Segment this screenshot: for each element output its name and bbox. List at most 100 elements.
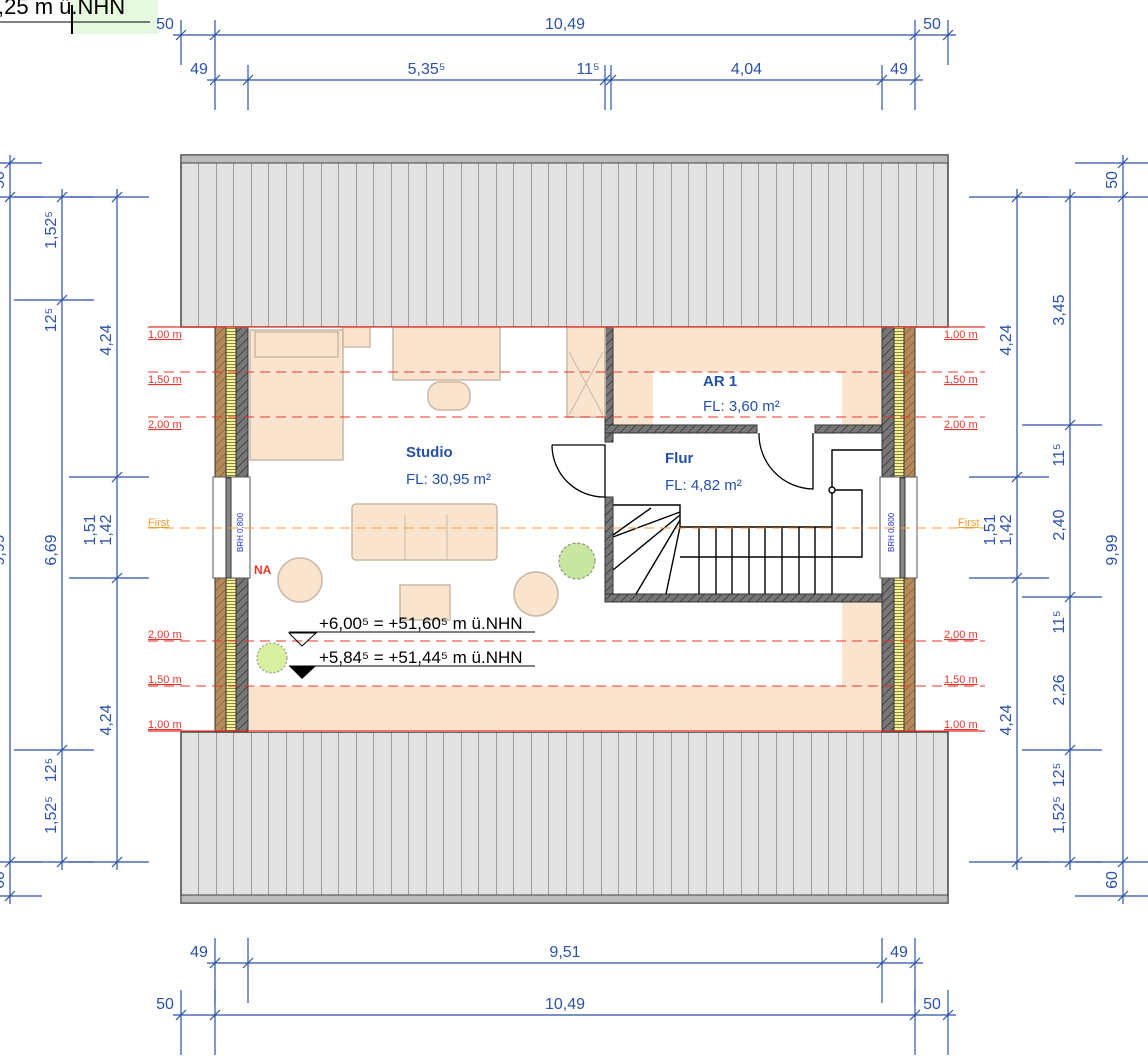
height-label: 2,00 m [944, 419, 978, 431]
dimension-tick [1064, 591, 1076, 603]
dimension-tick [56, 856, 68, 868]
dimension-label: 11⁵ [1051, 443, 1068, 466]
dimension-label: 1,42 [98, 514, 115, 545]
window-label: BRH 0,800 [236, 512, 245, 552]
height-label: 1,00 m [148, 329, 182, 341]
dimension-tick [1117, 890, 1129, 902]
room-area: FL: 3,60 m² [703, 398, 780, 415]
dimension-label: 4,04 [731, 61, 762, 78]
dimension-label: 6,69 [43, 534, 60, 565]
dimension-label: 11⁵ [576, 61, 599, 78]
room-studio[interactable]: Studio FL: 30,95 m² [406, 444, 491, 488]
dimension-tick [876, 957, 888, 969]
room-name: AR 1 [703, 373, 737, 390]
dimension-tick [1011, 471, 1023, 483]
window-label: BRH 0,800 [887, 512, 896, 552]
dimension-tick [209, 957, 221, 969]
dimension-tick [909, 957, 921, 969]
low-headroom-zone [248, 686, 882, 732]
height-lines [148, 326, 985, 732]
dimension-label: 50 [0, 171, 8, 189]
interior-walls [604, 326, 883, 603]
height-label: 1,00 m [148, 719, 182, 731]
dimension-tick [111, 572, 123, 584]
dimension-label: 1,51 [82, 514, 99, 545]
height-label: 1,50 m [148, 374, 182, 386]
dimension-label: 50 [923, 996, 941, 1013]
dimension-label: 50 [156, 996, 174, 1013]
dimension-tick [56, 294, 68, 306]
dimension-label: 12⁵ [43, 758, 60, 782]
label-bg [70, 0, 158, 34]
room-area: FL: 30,95 m² [406, 471, 491, 488]
dimension-tick [4, 856, 16, 868]
dimension-label: 12⁵ [43, 308, 60, 332]
height-label: 2,00 m [148, 419, 182, 431]
dimension-label: 4,24 [998, 324, 1015, 355]
armchair [513, 571, 559, 617]
dimension-label: 49 [890, 944, 908, 961]
desk-chair [427, 381, 471, 411]
dimension-tick [1011, 191, 1023, 203]
dimension-tick [909, 74, 921, 86]
dimension-label: 3,45 [1051, 294, 1068, 325]
dimension-label: 10,49 [545, 16, 585, 33]
dimension-tick [1064, 419, 1076, 431]
furniture [249, 326, 606, 674]
na-label: NA [254, 563, 272, 577]
plant [558, 542, 596, 580]
dimension-tick [209, 1009, 221, 1021]
sofa [351, 503, 498, 561]
dimension-tick [209, 74, 221, 86]
dimension-tick [111, 471, 123, 483]
dimension-label: 50 [1104, 171, 1121, 189]
dimension-tick [111, 856, 123, 868]
dimension-tick [56, 191, 68, 203]
dimension-label: 50 [156, 16, 174, 33]
dimension-tick [175, 1009, 187, 1021]
dimension-tick [1117, 856, 1129, 868]
dimension-label: 2,40 [1051, 509, 1068, 540]
studio-door[interactable] [551, 444, 606, 498]
dimension-tick [56, 744, 68, 756]
level-upper: +6,00⁵ = +51,60⁵ m ü.NHN [319, 614, 523, 633]
plant [256, 642, 288, 674]
first-label: First [958, 517, 979, 529]
dimension-label: 1,42 [998, 514, 1015, 545]
dimension-label: 9,99 [1104, 534, 1121, 565]
dimension-label: 49 [190, 61, 208, 78]
dimension-tick [1064, 744, 1076, 756]
desk [392, 326, 501, 381]
dimension-label: 1,52⁵ [1051, 796, 1068, 834]
dimension-label: 49 [890, 61, 908, 78]
dimension-tick [242, 74, 254, 86]
dimension-label: 60 [0, 871, 8, 889]
ar1-door[interactable] [758, 432, 814, 490]
dimension-label: 9,99 [0, 534, 8, 565]
dimension-label: 60 [1104, 871, 1121, 889]
height-label: 1,00 m [944, 329, 978, 341]
dimension-tick [1011, 572, 1023, 584]
staircase[interactable] [612, 449, 882, 595]
dimension-tick [909, 1009, 921, 1021]
level-lower: +5,84⁵ = +51,44⁵ m ü.NHN [319, 648, 523, 667]
armchair [277, 557, 323, 603]
dimension-label: 4,24 [98, 704, 115, 735]
dimension-label: 1,51 [982, 514, 999, 545]
height-label: 1,50 m [944, 374, 978, 386]
dimension-tick [242, 957, 254, 969]
dimension-label: 1,52⁵ [43, 211, 60, 249]
level-markers: +6,00⁵ = +51,60⁵ m ü.NHN +5,84⁵ = +51,44… [287, 614, 535, 679]
dimension-label: 2,26 [1051, 674, 1068, 705]
room-flur[interactable]: Flur FL: 4,82 m² [665, 450, 742, 494]
first-label: First [148, 517, 169, 529]
nightstand [342, 326, 371, 348]
dimension-label: 10,49 [545, 996, 585, 1013]
dimension-tick [111, 191, 123, 203]
dimension-label: 5,35⁵ [408, 61, 446, 78]
dimension-label: 50 [923, 16, 941, 33]
dimension-tick [4, 890, 16, 902]
room-ar1[interactable]: AR 1 FL: 3,60 m² [703, 373, 780, 415]
